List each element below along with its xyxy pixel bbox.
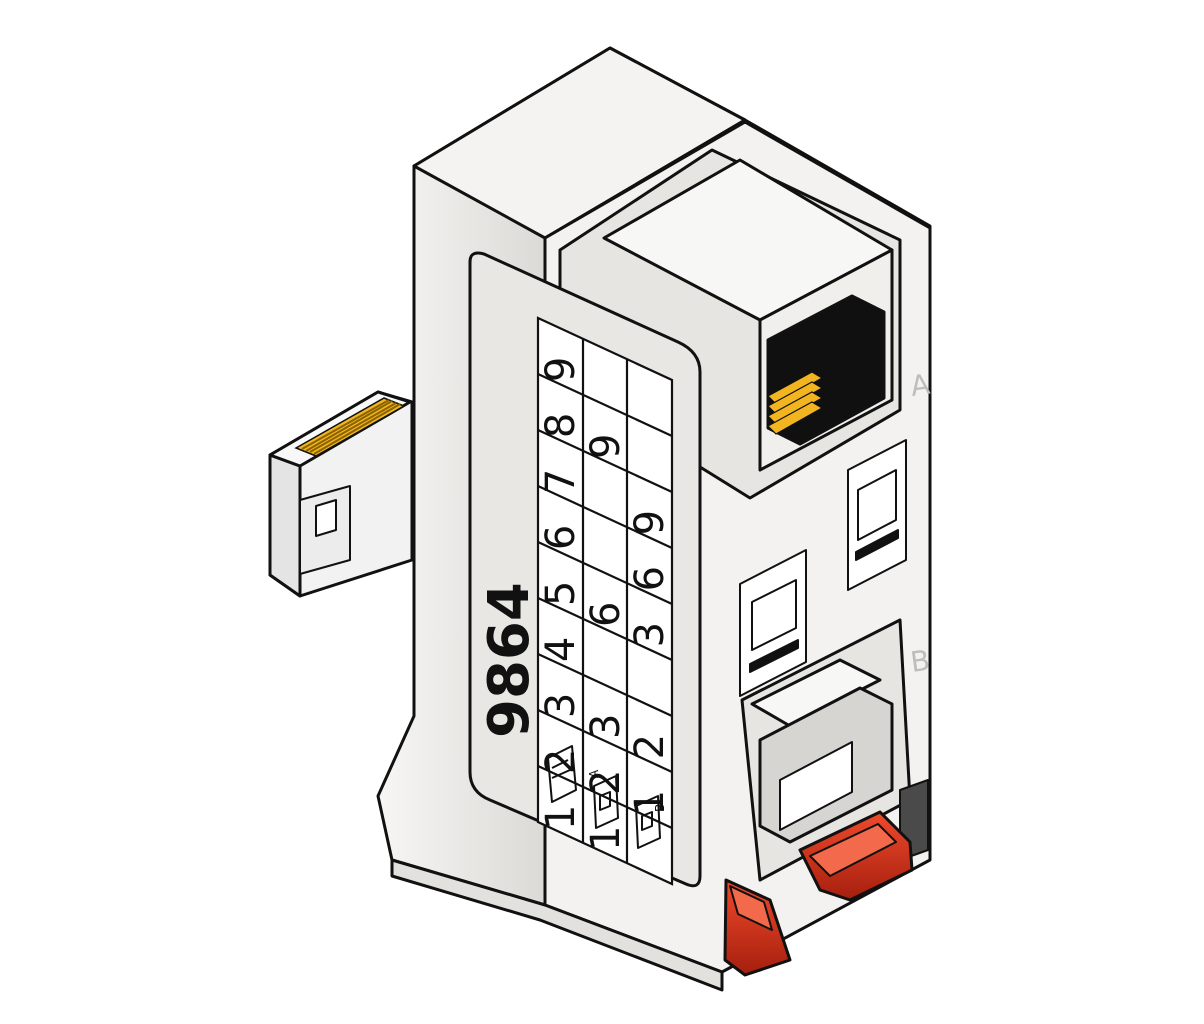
rj45-plug [268,390,414,598]
computer-icon [847,439,907,591]
computer-icon [739,549,807,697]
port-a-label: A [908,368,932,403]
pin-number: 9 [538,357,584,382]
pin-number: 1 [627,790,673,815]
pin-number: 7 [538,469,584,494]
pin-number: 1 [538,805,584,830]
jack-b-icon [635,795,661,849]
pin-number: 3 [627,622,673,647]
jack-b-tag: B [653,804,667,812]
pin-number: 2 [627,734,673,759]
pin-number: 2 [583,770,629,795]
pin-table [536,316,674,886]
latch-right[interactable] [798,810,914,902]
pin-number: 6 [583,602,629,627]
pin-number: 2 [538,749,584,774]
jack-a-tag: A [587,769,601,778]
latch-left[interactable] [723,878,792,977]
pin-number: 9 [627,510,673,535]
pin-number: 5 [538,581,584,606]
pin-number: 3 [583,714,629,739]
product-number: 9864 [477,582,542,738]
pin-number: 1 [583,826,629,851]
pin-number: 4 [538,637,584,662]
port-a-contacts [767,371,824,435]
port-b[interactable] [740,618,929,882]
pin-number: 3 [538,693,584,718]
pin-number: 9 [583,434,629,459]
pin-number: 6 [627,566,673,591]
pin-number: 6 [538,525,584,550]
plug-icon [547,745,577,803]
jack-a-icon [593,775,619,829]
pin-number: 8 [538,413,584,438]
port-b-label: B [908,644,932,679]
